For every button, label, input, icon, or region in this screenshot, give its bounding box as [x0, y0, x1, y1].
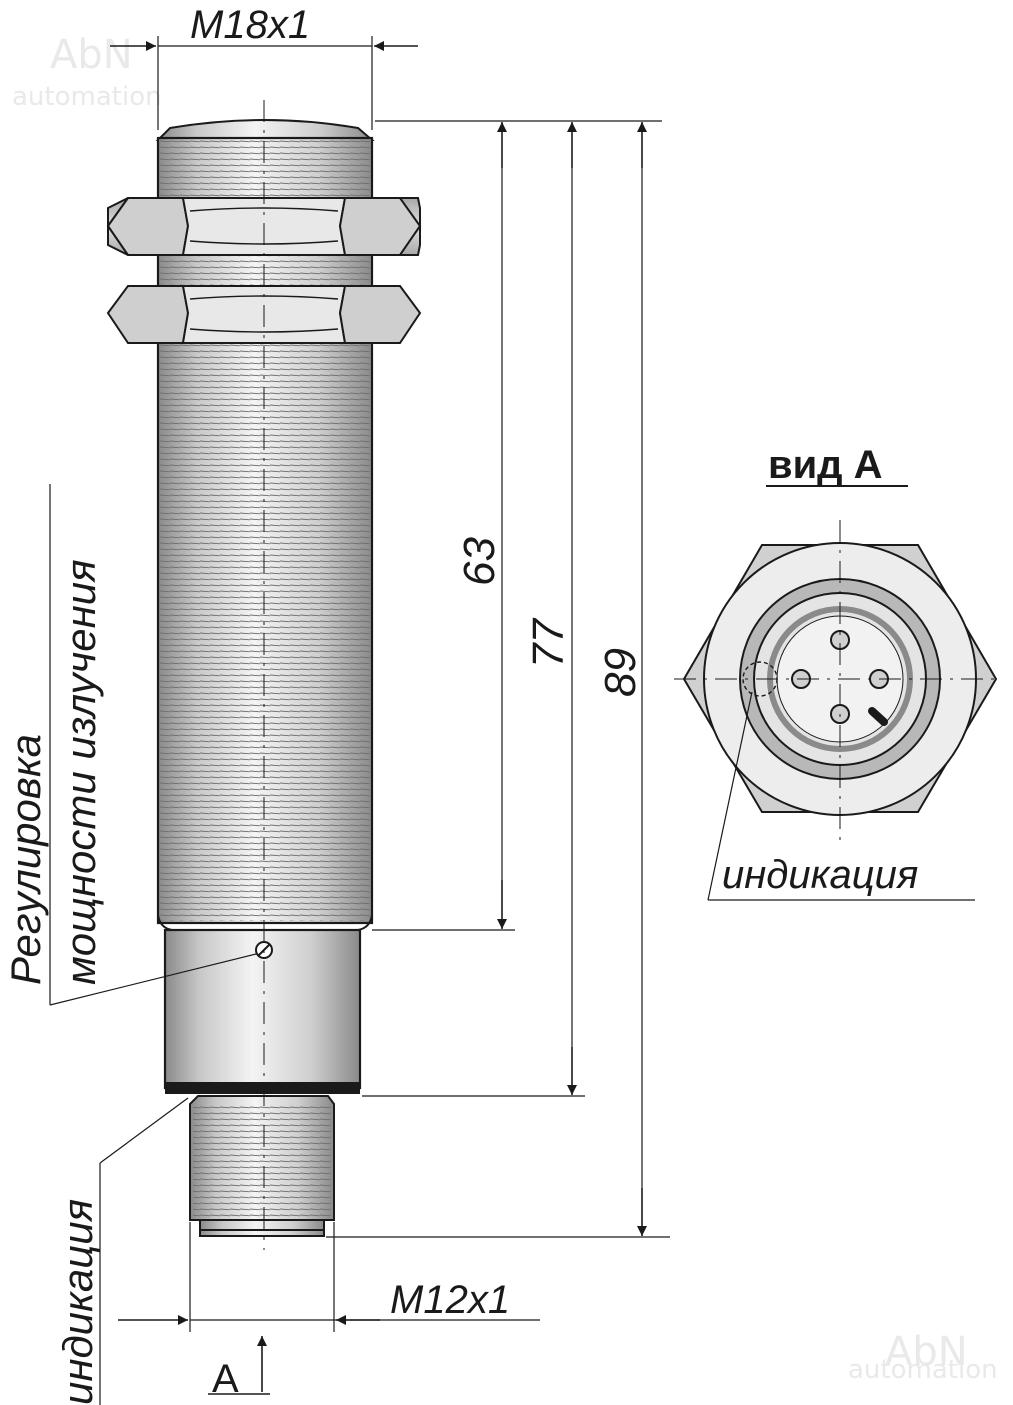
label-indication-side: индикация	[54, 1199, 101, 1405]
sensor-body	[106, 119, 422, 1237]
dim-label-77: 77	[524, 618, 573, 668]
label-adjust-line2: мощности излучения	[57, 559, 104, 985]
label-adjust-line1: Регулировка	[2, 734, 49, 985]
view-a: вид А индикация	[674, 443, 1000, 901]
watermark-brand-top: AbN	[50, 32, 133, 78]
watermark-sub-bottom: automation	[848, 1355, 998, 1385]
label-indication-view: индикация	[722, 853, 918, 897]
dim-label-m12: M12x1	[390, 1278, 510, 1322]
connector-tip	[199, 1219, 325, 1237]
thread-lines	[160, 140, 370, 921]
dim-label-63: 63	[455, 537, 504, 586]
watermark-sub-top: automation	[12, 82, 162, 112]
indicator-ring	[165, 1082, 360, 1094]
dim-label-m18: M18x1	[190, 3, 310, 47]
dim-length-89: 89	[596, 122, 647, 1236]
dim-thread-connector: M12x1	[118, 1222, 540, 1332]
view-a-letter: А	[212, 1357, 239, 1401]
dim-thread-main: M18x1	[110, 3, 418, 130]
view-a-arrow: А	[208, 1336, 270, 1401]
dim-label-89: 89	[596, 648, 645, 697]
dim-length-77: 77	[524, 122, 577, 1095]
watermark-brand-bottom: AbN	[885, 1329, 968, 1375]
dim-length-63: 63	[455, 122, 507, 929]
key-notch	[868, 707, 888, 726]
view-a-title: вид А	[768, 443, 883, 487]
